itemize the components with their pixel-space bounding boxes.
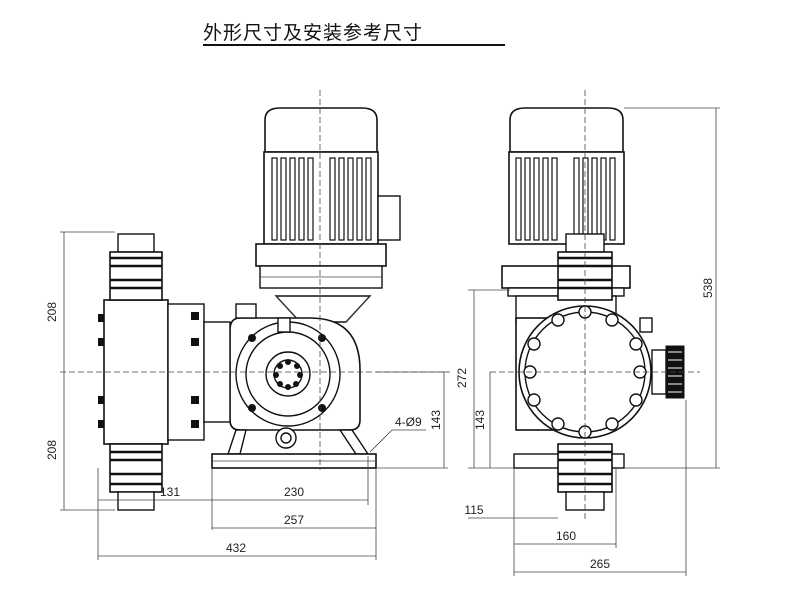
dim-538: 538 (701, 278, 715, 298)
dim-432: 432 (226, 541, 246, 555)
front-dimensions (60, 231, 448, 560)
stroke-knob-front (235, 303, 257, 319)
motor-cap-side (509, 107, 624, 153)
terminal-box-front (377, 195, 401, 241)
dim-265: 265 (590, 557, 610, 571)
dim-115: 115 (464, 503, 483, 517)
discharge-valve-front (117, 233, 155, 253)
motor-flange-front (255, 243, 387, 267)
side-view (490, 90, 700, 520)
dim-208-bottom: 208 (45, 440, 59, 460)
dim-mounting-holes: 4-Ø9 (395, 415, 422, 429)
dim-230: 230 (284, 485, 304, 499)
dim-131: 131 (160, 485, 180, 499)
dim-272: 272 (455, 368, 469, 388)
pump-head-bolts (98, 312, 199, 428)
dim-143-front: 143 (429, 410, 443, 430)
motor-cap-front (264, 107, 378, 153)
title-underline (203, 44, 505, 46)
motor-fins-front (271, 157, 372, 241)
dim-143-side: 143 (473, 410, 487, 430)
dim-208-top: 208 (45, 302, 59, 322)
dim-257: 257 (284, 513, 304, 527)
shaft-holes (273, 359, 303, 390)
drawing-title: 外形尺寸及安装参考尺寸 (203, 22, 424, 44)
front-view (60, 90, 450, 511)
side-dimensions (468, 107, 720, 576)
dim-160: 160 (556, 529, 576, 543)
